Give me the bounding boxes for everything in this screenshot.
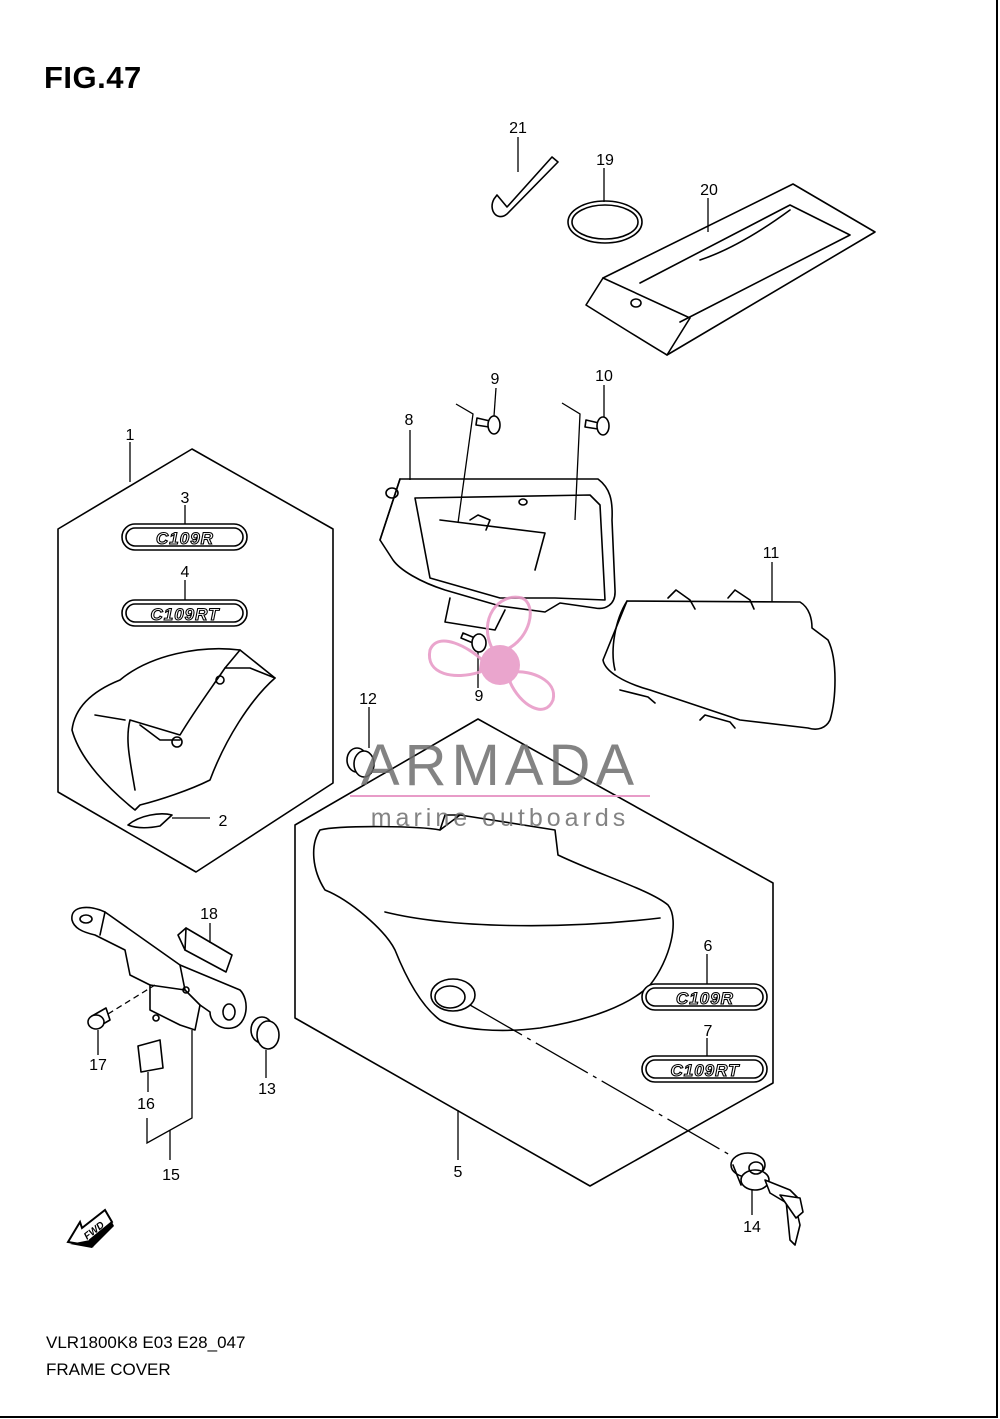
tool-bag-part bbox=[585, 183, 876, 356]
box-cover-part bbox=[602, 589, 836, 730]
model-code: VLR1800K8 E03 E28_047 bbox=[46, 1333, 246, 1352]
o-ring-part bbox=[567, 200, 643, 244]
callout-numbers: 1 2 3 4 5 6 7 8 9 9 10 11 12 13 14 15 16… bbox=[89, 120, 779, 1236]
right-frame-cover-part bbox=[312, 814, 674, 1032]
callout-17: 17 bbox=[89, 1057, 107, 1074]
callout-7: 7 bbox=[704, 1023, 713, 1040]
callout-20: 20 bbox=[700, 182, 718, 199]
callout-3: 3 bbox=[181, 490, 190, 507]
callout-2: 2 bbox=[219, 813, 228, 830]
small-pad-part bbox=[137, 1039, 164, 1073]
screw-part bbox=[87, 1007, 111, 1030]
callout-12: 12 bbox=[359, 691, 377, 708]
callout-5: 5 bbox=[454, 1164, 463, 1181]
callout-15: 15 bbox=[162, 1167, 180, 1184]
bolt-part bbox=[584, 416, 610, 436]
bolt-part bbox=[475, 415, 501, 435]
battery-holder-part bbox=[379, 478, 616, 631]
rubber-pad-part bbox=[177, 927, 233, 973]
callout-13: 13 bbox=[258, 1081, 276, 1098]
emblem-label: C109R bbox=[156, 529, 214, 548]
emblem-label: C109RT bbox=[151, 605, 221, 624]
lock-cylinder-part bbox=[730, 1152, 804, 1246]
callout-8: 8 bbox=[405, 412, 414, 429]
callout-6: 6 bbox=[704, 938, 713, 955]
grommet-part bbox=[250, 1016, 280, 1050]
watermark: ARMADA marine outboards bbox=[350, 733, 650, 832]
left-frame-cover-part bbox=[71, 647, 276, 811]
group-outline-right-cover bbox=[294, 718, 774, 1187]
watermark-brand: ARMADA bbox=[361, 733, 639, 798]
bolt-part bbox=[460, 632, 487, 653]
bracket-part bbox=[71, 906, 247, 1031]
emblem-part: C109R bbox=[641, 983, 768, 1011]
emblem-part: C109RT bbox=[641, 1055, 768, 1083]
callout-21: 21 bbox=[509, 120, 527, 137]
pad-part bbox=[127, 813, 173, 829]
grommet-part bbox=[346, 747, 375, 778]
callout-18: 18 bbox=[200, 906, 218, 923]
callout-1: 1 bbox=[126, 427, 135, 444]
hex-key-part bbox=[491, 156, 559, 218]
callout-19: 19 bbox=[596, 152, 614, 169]
figure-title: FIG.47 bbox=[44, 60, 142, 95]
callout-14: 14 bbox=[743, 1219, 761, 1236]
emblem-part: C109R bbox=[121, 523, 248, 551]
group-outline-left-cover bbox=[57, 448, 334, 873]
emblem-label: C109RT bbox=[671, 1061, 741, 1080]
watermark-tagline: marine outboards bbox=[371, 804, 630, 832]
emblem-part: C109RT bbox=[121, 599, 248, 627]
leader-lines bbox=[97, 137, 773, 1215]
callout-9-lower: 9 bbox=[475, 688, 484, 705]
section-name: FRAME COVER bbox=[46, 1360, 171, 1379]
fwd-arrow-icon: FWD bbox=[66, 1208, 114, 1248]
callout-16: 16 bbox=[137, 1096, 155, 1113]
callout-10: 10 bbox=[595, 368, 613, 385]
callout-9: 9 bbox=[491, 371, 500, 388]
watermark-propeller-icon bbox=[428, 595, 556, 711]
callout-4: 4 bbox=[181, 564, 190, 581]
emblem-label: C109R bbox=[676, 989, 734, 1008]
callout-11: 11 bbox=[763, 545, 780, 562]
